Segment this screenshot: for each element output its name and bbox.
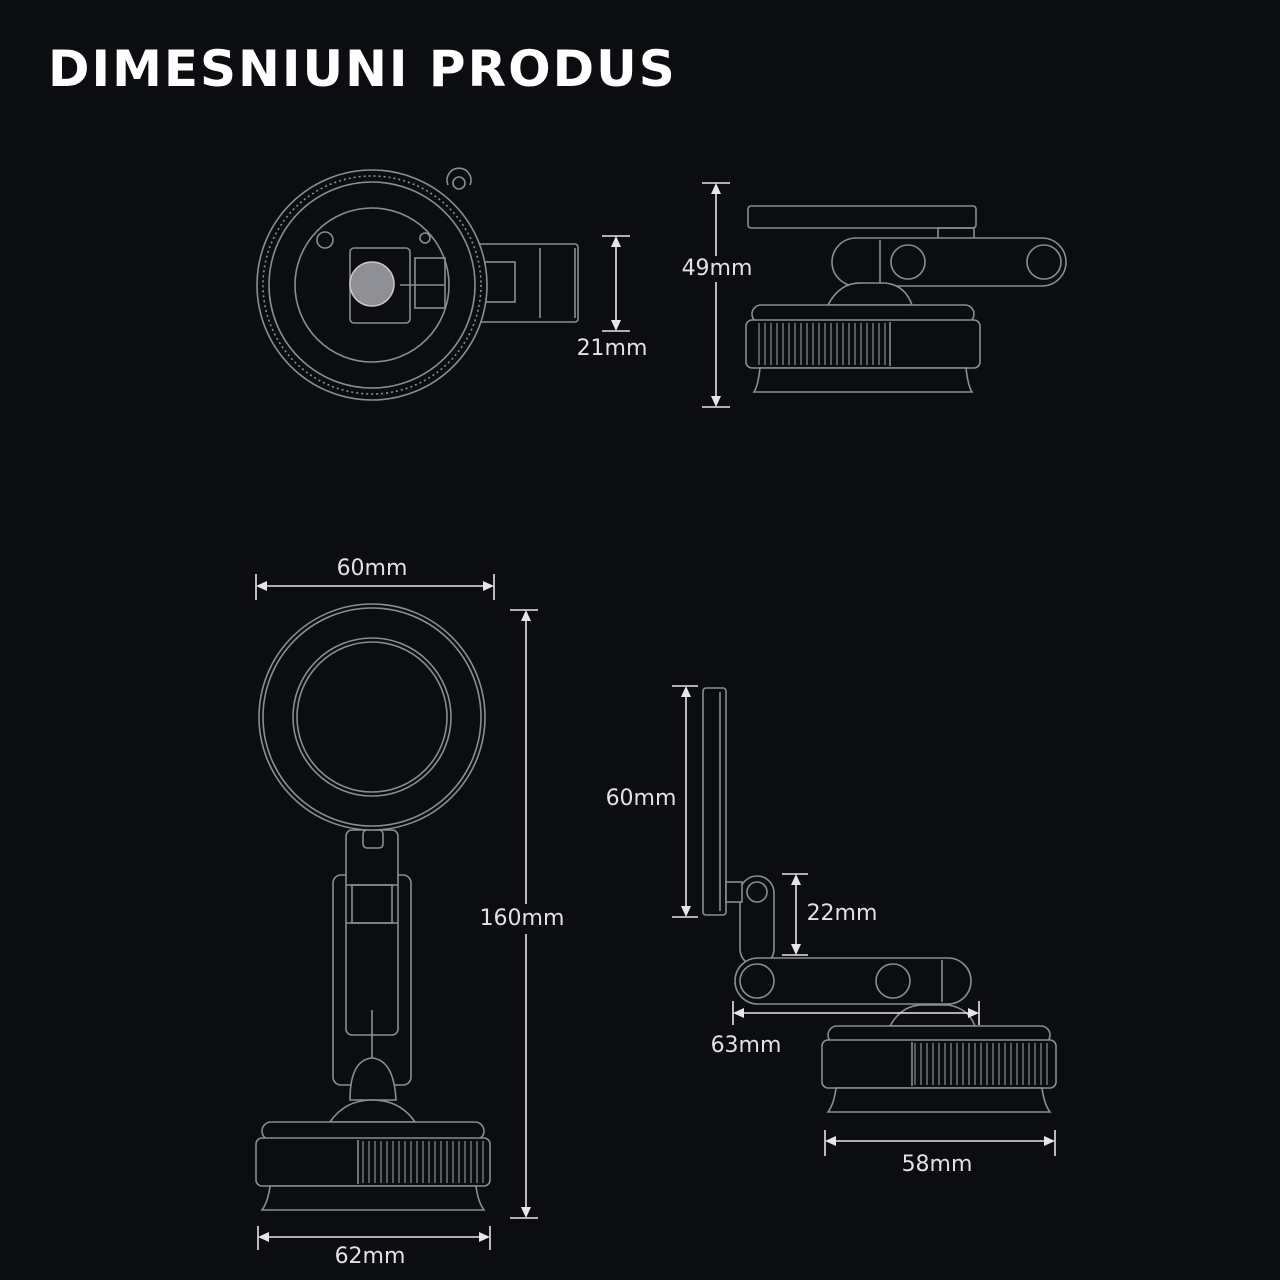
dim-label-49mm: 49mm (682, 256, 753, 281)
folded-knurled-grip (912, 1043, 1050, 1085)
front-view (255, 603, 491, 1211)
dim-label-58mm: 58mm (902, 1152, 973, 1177)
ball-joint-icon (349, 261, 395, 307)
folded-arm (734, 957, 972, 1005)
dim-label-60mm-width: 60mm (337, 556, 408, 581)
front-knurled-grip (358, 1141, 484, 1183)
dim-label-62mm: 62mm (335, 1244, 406, 1269)
top-view (256, 167, 579, 401)
dim-label-22mm: 22mm (807, 901, 878, 926)
dim-top-height: 21mm (577, 235, 648, 361)
front-ball-joint (349, 1057, 397, 1101)
folded-upper-link (739, 875, 775, 967)
folded-magnet-plate (702, 687, 727, 916)
dim-arm-length: 63mm (711, 1001, 980, 1058)
dim-front-base: 62mm (257, 1226, 491, 1269)
dim-base-width: 58mm (824, 1130, 1056, 1177)
dim-label-63mm: 63mm (711, 1033, 782, 1058)
dim-label-21mm: 21mm (577, 336, 648, 361)
page-title: DIMESNIUNI PRODUS (48, 40, 677, 98)
front-upper-arm (345, 829, 399, 1036)
side-view (745, 205, 1067, 393)
side-knurled-grip (754, 323, 890, 365)
dim-front-height: 160mm (480, 609, 565, 1219)
front-magnet-ring (258, 603, 486, 831)
dim-arm-height: 22mm (782, 873, 878, 956)
dim-label-160mm: 160mm (480, 906, 565, 931)
top-inner-disc (294, 207, 450, 363)
side-arm (831, 237, 1067, 287)
side-magnet-plate (747, 205, 977, 229)
dim-label-60mm-plate: 60mm (606, 786, 677, 811)
dim-plate-height: 60mm (604, 685, 698, 918)
dim-front-width: 60mm (255, 556, 495, 600)
dim-side-height: 49mm (682, 182, 753, 408)
folded-side-view (702, 687, 1057, 1113)
